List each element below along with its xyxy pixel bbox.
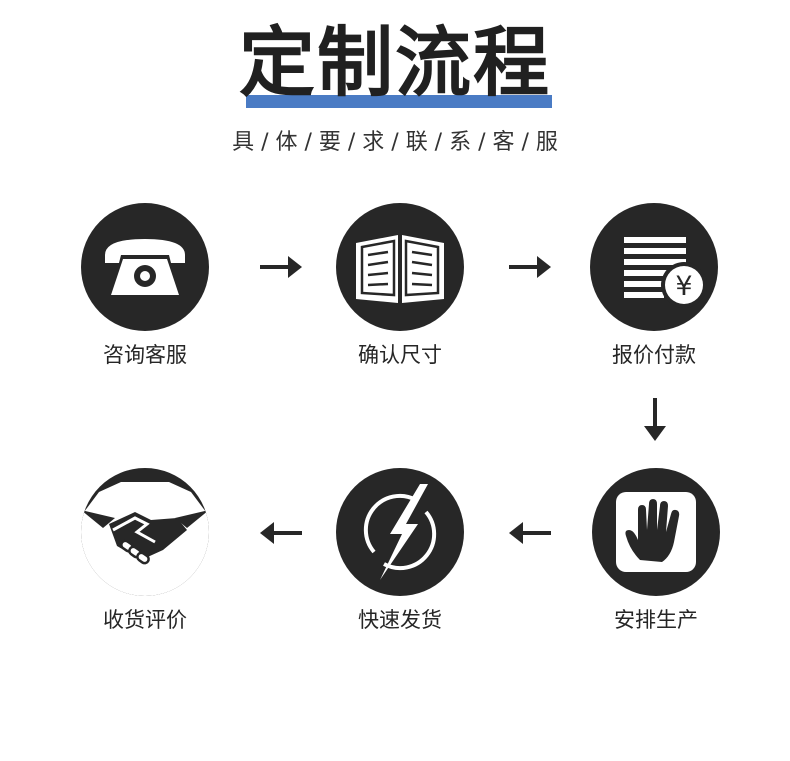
invoice-yen-icon: ¥	[624, 237, 707, 308]
step-circle	[81, 468, 209, 596]
step-label: 安排生产	[614, 608, 698, 632]
step-label: 确认尺寸	[358, 343, 442, 367]
arrow-right-icon	[260, 256, 302, 278]
yen-symbol: ¥	[675, 271, 692, 302]
lightning-icon	[363, 484, 437, 580]
step-label: 收货评价	[103, 608, 187, 632]
step-circle	[336, 203, 464, 331]
step-receive-review: 收货评价	[55, 468, 235, 648]
arrow-right-icon	[509, 256, 551, 278]
arrow-down-icon	[644, 398, 666, 441]
handshake-icon	[81, 482, 209, 596]
open-book-icon	[356, 235, 444, 303]
header: 定制流程	[0, 14, 790, 114]
step-circle	[592, 468, 720, 596]
page-title: 定制流程	[239, 18, 551, 107]
step-confirm-size: 确认尺寸	[310, 203, 490, 383]
step-consult: 咨询客服	[55, 203, 235, 383]
arrow-left-icon	[260, 522, 302, 544]
step-circle	[81, 203, 209, 331]
step-circle: ¥	[590, 203, 718, 331]
telephone-icon	[105, 239, 185, 295]
step-label: 报价付款	[612, 343, 696, 367]
hand-icon	[616, 492, 696, 572]
step-fast-shipping: 快速发货	[310, 468, 490, 648]
step-circle	[336, 468, 464, 596]
step-label: 快速发货	[358, 608, 442, 632]
step-quote-payment: ¥ 报价付款	[564, 203, 744, 383]
step-label: 咨询客服	[103, 343, 187, 367]
step-production: 安排生产	[566, 468, 746, 648]
page-subtitle: 具 / 体 / 要 / 求 / 联 / 系 / 客 / 服	[232, 130, 558, 155]
title-underline	[246, 95, 552, 108]
arrow-left-icon	[509, 522, 551, 544]
